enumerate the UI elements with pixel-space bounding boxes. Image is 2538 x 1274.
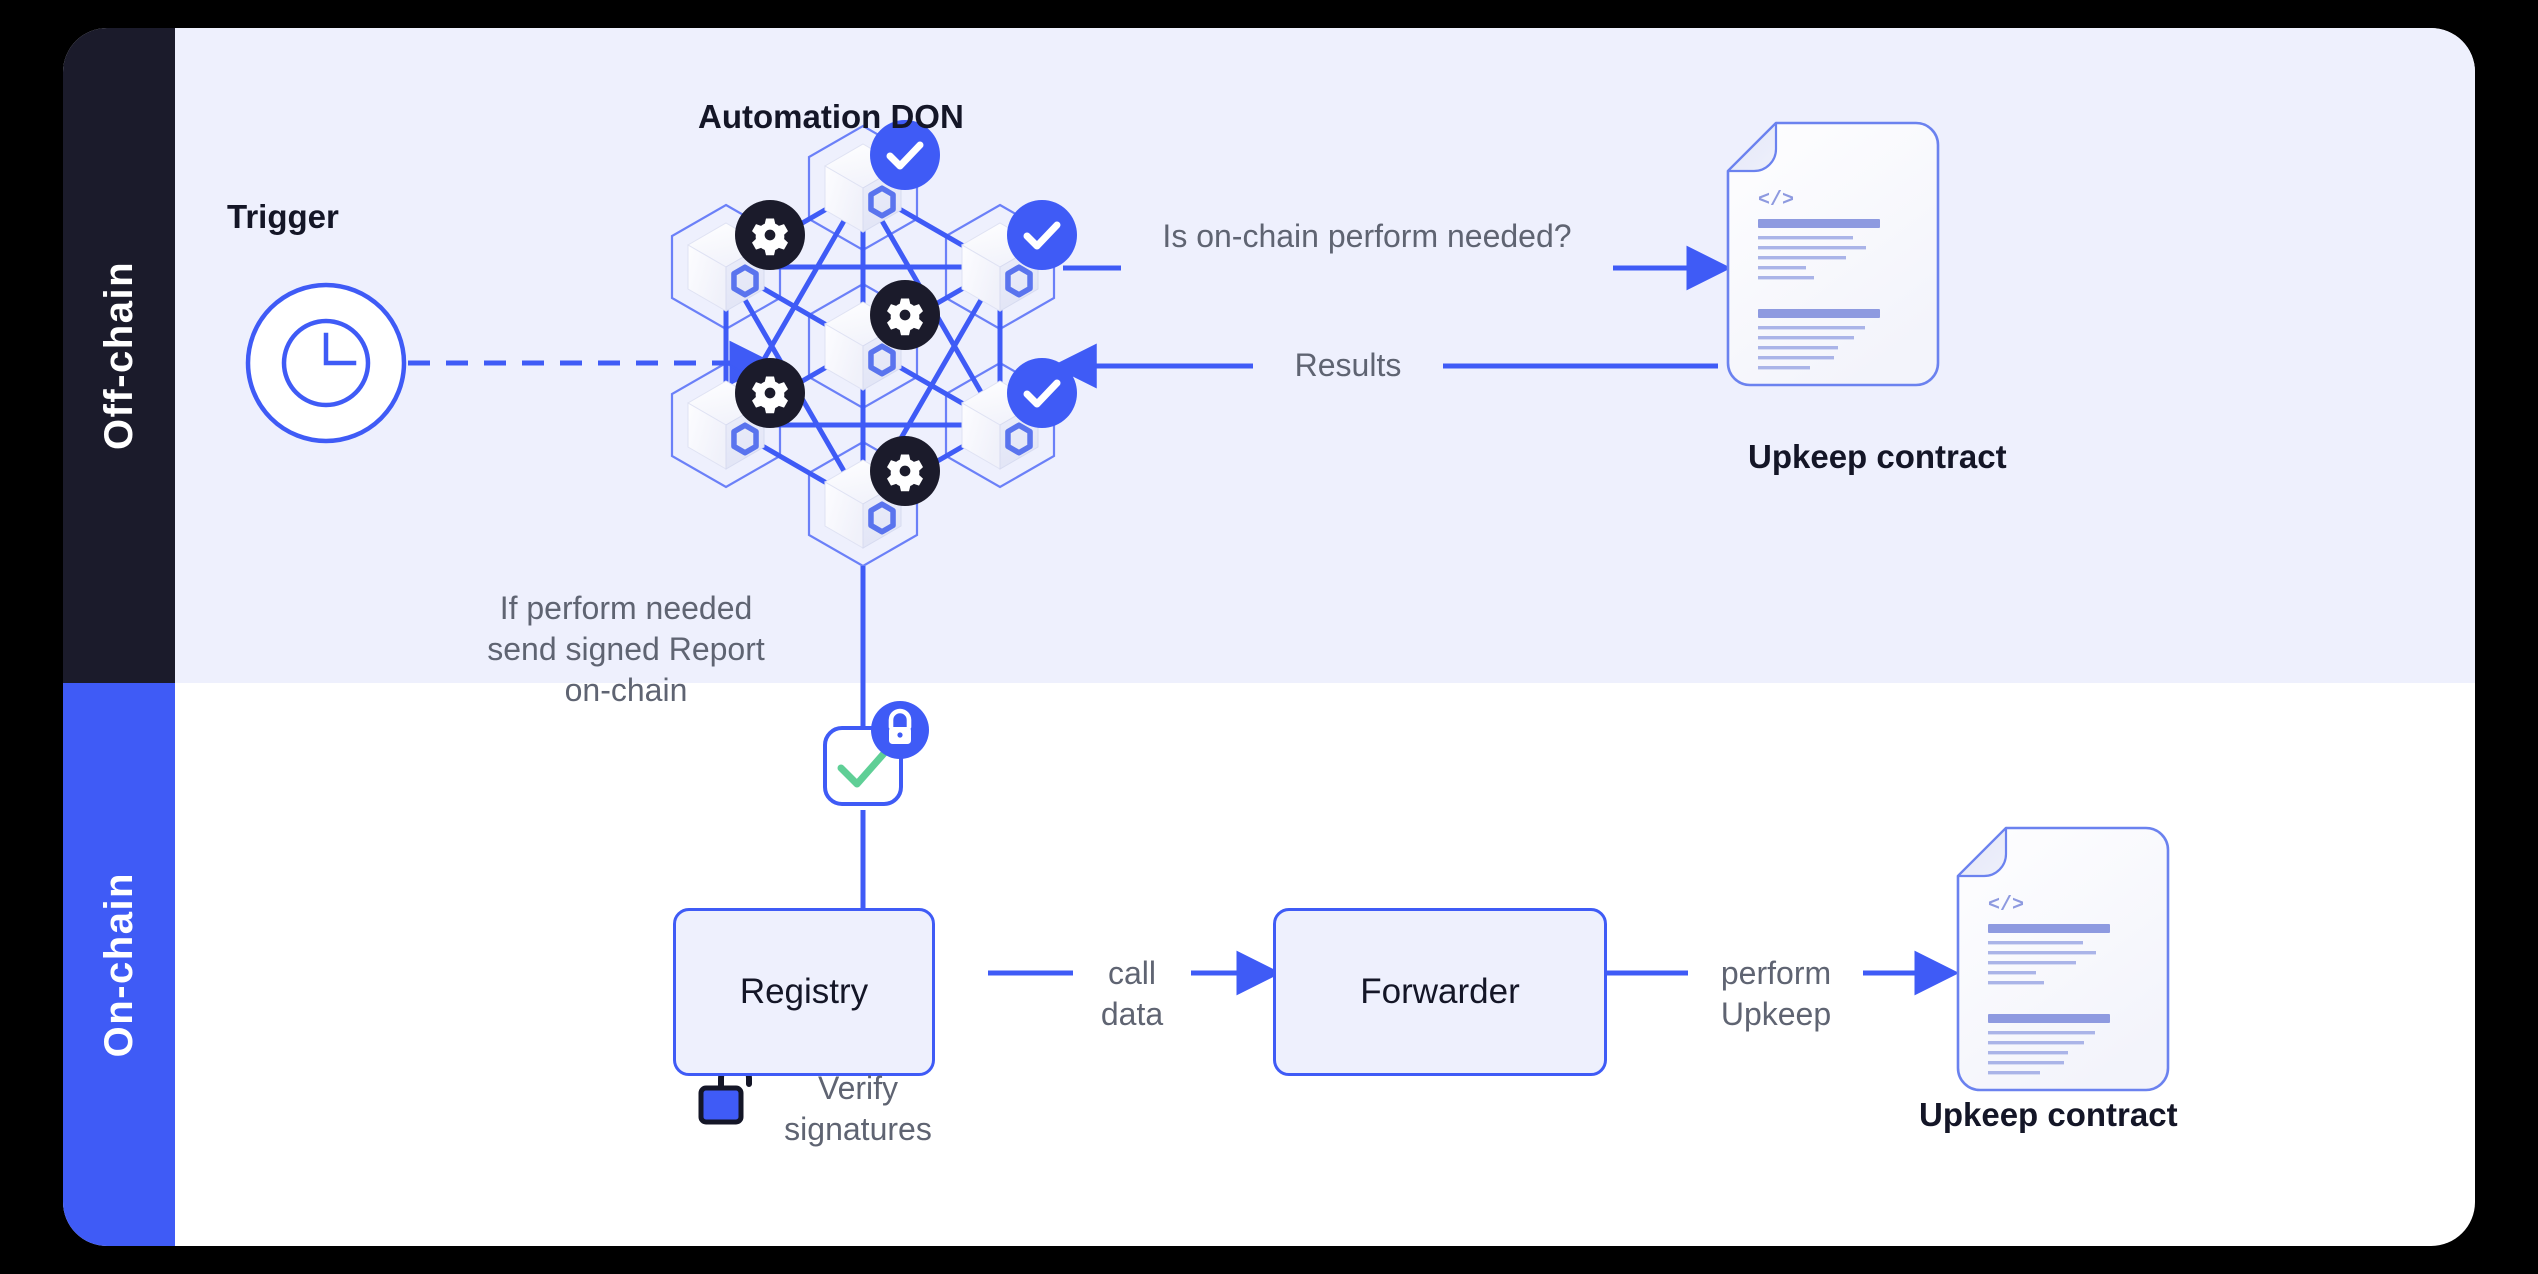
forwarder-label: Forwarder [1360, 972, 1520, 1011]
calldata-label: call data [1100, 955, 1164, 1032]
code-document-icon-onchain [1956, 826, 2170, 1092]
registry-label: Registry [739, 972, 869, 1011]
onchain-rail-label: On-chain [96, 871, 141, 1058]
perform-upkeep-label: perform Upkeep [1720, 955, 1832, 1032]
verify-signatures-label: Verify signatures [784, 1070, 932, 1147]
don-title: Automation DON [698, 98, 964, 135]
forwarder-box[interactable]: Forwarder [1273, 908, 1607, 1076]
diagram-card: Off-chain On-chain [63, 28, 2475, 1246]
check-icon-report [837, 746, 891, 788]
onchain-rail: On-chain [63, 683, 175, 1246]
offchain-band [175, 28, 2475, 683]
offchain-contract-title: Upkeep contract [1748, 438, 2007, 475]
signed-report-note: If perform needed send signed Report on-… [487, 590, 765, 708]
signed-report-tile [823, 701, 929, 806]
registry-box[interactable]: Registry [673, 908, 935, 1076]
offchain-rail: Off-chain [63, 28, 175, 683]
trigger-title: Trigger [227, 198, 339, 235]
onchain-contract-title: Upkeep contract [1919, 1096, 2178, 1133]
results-label: Results [1294, 347, 1402, 383]
lock-icon-report [871, 701, 929, 759]
offchain-rail-label: Off-chain [96, 260, 141, 451]
question-label: Is on-chain perform needed? [1162, 218, 1572, 254]
